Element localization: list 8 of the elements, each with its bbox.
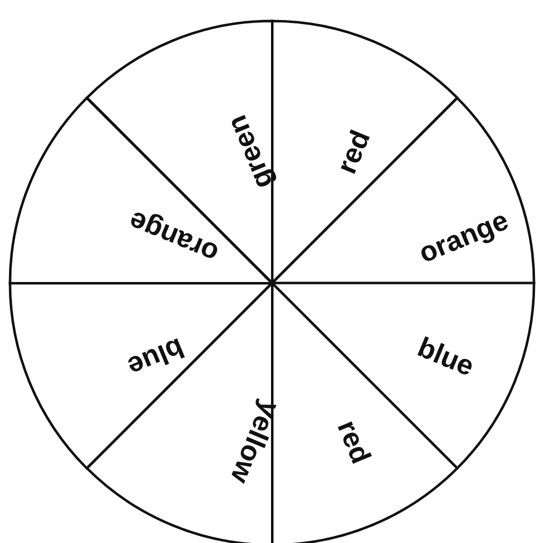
sector-label: green [222,111,278,192]
sector-label: orange [124,206,222,268]
sector-label: blue [124,333,188,382]
sector-label: blue [414,333,478,382]
sector-label: red [332,126,376,178]
sector-label: orange [415,206,512,268]
sector-label: yellow [225,397,284,488]
sector-label: red [332,416,376,468]
